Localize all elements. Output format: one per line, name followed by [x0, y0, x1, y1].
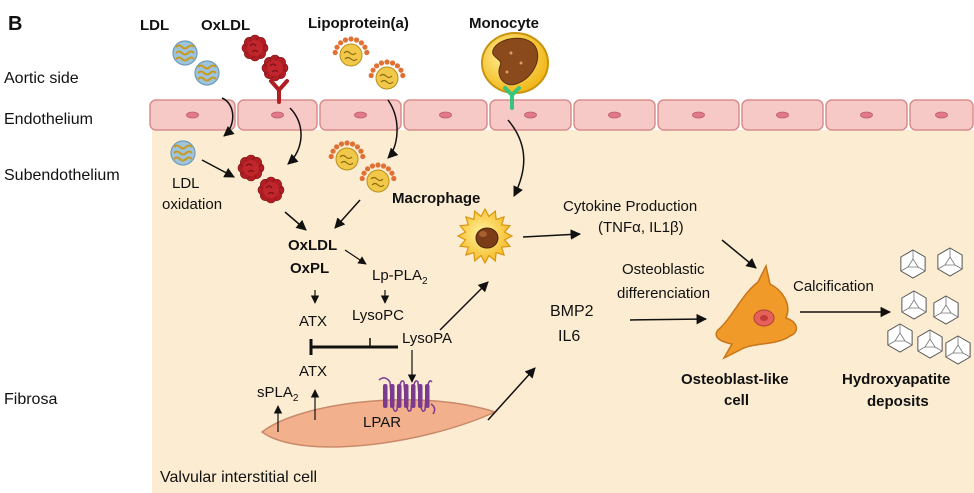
osteoblast-like-cell — [715, 263, 798, 360]
oxldl-particle — [237, 154, 265, 182]
oxpl-label: OxPL — [290, 260, 329, 277]
hydroxyapatite-label: Hydroxyapatite — [842, 371, 950, 388]
oxldl-particle — [257, 176, 285, 204]
lp-pla2-label: Lp-PLA2 — [372, 267, 428, 287]
layer-label-subendothelium: Subendothelium — [4, 167, 120, 184]
monocyte-entry-arrow — [507, 119, 525, 197]
lysopa-to-macrophage-arrow — [439, 281, 489, 331]
oxldl-entry-arrow — [287, 107, 302, 165]
endothelial-nucleus — [524, 111, 537, 119]
endothelial-nucleus — [608, 111, 621, 119]
ldl-particle — [172, 40, 198, 66]
oxldl-particle — [241, 34, 269, 62]
macrophage-label: Macrophage — [392, 190, 480, 207]
monocyte-receptor — [503, 86, 521, 110]
layer-label-endothelium: Endothelium — [4, 111, 93, 128]
endothelial-nucleus — [692, 111, 705, 119]
oxldl-converge-arrow — [284, 211, 307, 231]
lpa-particle — [328, 140, 366, 171]
monocyte-title: Monocyte — [469, 15, 539, 32]
lpa-particle — [368, 59, 406, 90]
oxpl-to-lppla2-arrow — [344, 249, 367, 265]
hydroxyapatite-crystals — [887, 247, 971, 365]
osteoblastic-label: differenciation — [617, 285, 710, 302]
lpa-particle — [359, 162, 397, 193]
layer-label-aortic: Aortic side — [4, 70, 79, 87]
oxldl-label: OxLDL — [288, 237, 337, 254]
ldl-oxidation-label: LDL — [172, 175, 200, 192]
hydroxyapatite-label: deposits — [867, 393, 929, 410]
lpar-label: LPAR — [363, 414, 401, 431]
lpa-entry-arrow — [387, 99, 399, 159]
panel-label: B — [8, 13, 22, 35]
ldl-oxidation-label: oxidation — [162, 196, 222, 213]
macrophage-cell — [456, 207, 514, 265]
ldl-title: LDL — [140, 17, 169, 34]
endothelial-nucleus — [439, 111, 452, 119]
inhibition-bar — [309, 338, 398, 355]
layer-label-fibrosa: Fibrosa — [4, 391, 57, 408]
cytokine-to-osteoblast-arrow — [721, 239, 757, 269]
oxldl-title: OxLDL — [201, 17, 250, 34]
endothelial-nucleus — [271, 111, 284, 119]
calcification-label: Calcification — [793, 278, 874, 295]
endothelial-nucleus — [935, 111, 948, 119]
endothelium-layer — [149, 99, 974, 131]
bmp2-to-osteoblast-arrow — [629, 313, 708, 325]
vic-label: Valvular interstitial cell — [160, 469, 317, 486]
osteoblastic-label: Osteoblastic — [622, 261, 705, 278]
lysopa-label: LysoPA — [402, 330, 452, 347]
il6-label: IL6 — [558, 328, 580, 345]
spla2-label: sPLA2 — [257, 384, 299, 404]
lpar-receptor — [378, 377, 436, 415]
atx-top-label: ATX — [299, 313, 327, 330]
endothelial-nucleus — [776, 111, 789, 119]
lpa-particle — [332, 36, 370, 67]
ldl-entry-arrow — [221, 97, 235, 137]
macrophage-to-cytokine-arrow — [522, 229, 582, 240]
bmp2-label: BMP2 — [550, 303, 594, 320]
oxidation-arrow — [201, 159, 235, 178]
lpa-converge-arrow — [334, 199, 361, 229]
ldl-particle — [170, 140, 196, 166]
cytokine-label: (TNFα, IL1β) — [598, 219, 684, 236]
osteoblast-label: cell — [724, 392, 749, 409]
atx-bottom-label: ATX — [299, 363, 327, 380]
vic-to-bmp2-arrow — [487, 367, 536, 421]
endothelial-nucleus — [186, 111, 199, 119]
endothelial-nucleus — [860, 111, 873, 119]
cytokine-label: Cytokine Production — [563, 198, 697, 215]
osteoblast-label: Osteoblast-like — [681, 371, 789, 388]
lysopc-label: LysoPC — [352, 307, 404, 324]
monocyte-cell — [481, 32, 549, 94]
lpa-title: Lipoprotein(a) — [308, 15, 409, 32]
ldl-particle — [194, 60, 220, 86]
endothelial-nucleus — [354, 111, 367, 119]
oxldl-receptor — [269, 79, 289, 104]
oxldl-particle — [261, 54, 289, 82]
